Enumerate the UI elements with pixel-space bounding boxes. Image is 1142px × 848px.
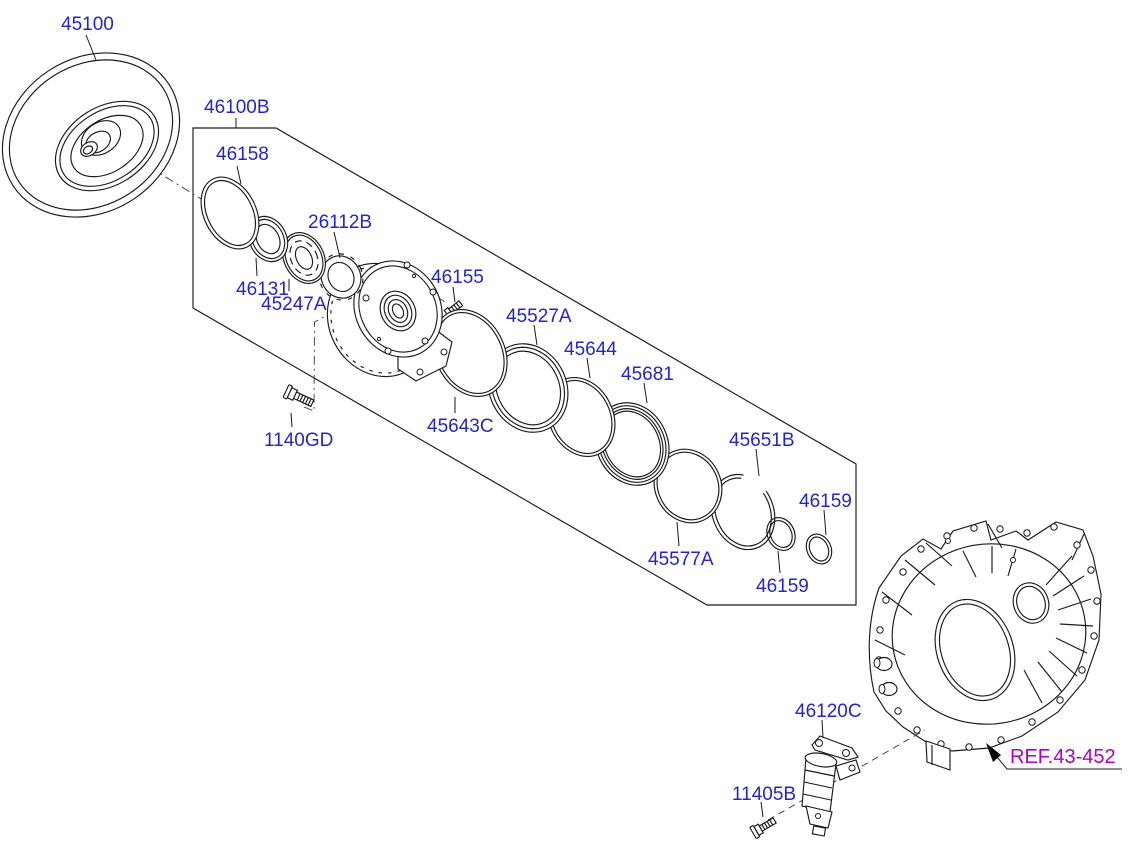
snap-ring-drawing — [710, 473, 776, 551]
label-transmission-case-ref: REF.43-452 — [1010, 746, 1116, 768]
label-o-ring-large: 46158 — [216, 144, 269, 165]
o-ring-pump-drawing — [432, 308, 508, 398]
outer-rotor-drawing — [318, 253, 364, 301]
label-ring-45681: 45681 — [621, 364, 674, 385]
o-ring-large-drawing — [200, 176, 260, 250]
control-valve-drawing — [801, 735, 861, 837]
transmission-case-drawing — [868, 520, 1102, 771]
o-ring-small-lower-drawing — [805, 533, 833, 565]
inner-rotor-drawing — [282, 232, 326, 284]
label-o-ring-small-upper: 46159 — [799, 491, 852, 512]
label-ring-45527a: 45527A — [506, 306, 572, 327]
label-outer-rotor: 26112B — [308, 212, 373, 233]
ring-45577a-drawing — [653, 448, 723, 524]
label-torque-converter: 45100 — [61, 14, 114, 35]
assembly-group-outline — [192, 127, 857, 606]
label-control-valve: 46120C — [795, 701, 862, 722]
label-bolt-valve: 11405B — [732, 784, 797, 805]
label-bolt-pump-cover: 46155 — [431, 267, 484, 288]
bolt-11405b-drawing — [749, 817, 777, 839]
label-ring-45644: 45644 — [564, 339, 617, 360]
label-oil-seal: 46131 — [236, 279, 289, 300]
label-o-ring-pump: 45643C — [427, 416, 494, 437]
label-inner-rotor: 45247A — [261, 294, 327, 315]
label-bolt-flange: 1140GD — [264, 430, 334, 451]
label-oil-pump-sub-assembly: 46100B — [204, 97, 270, 118]
ring-45527a-drawing — [487, 343, 569, 433]
label-snap-ring: 45651B — [729, 430, 795, 451]
label-ring-45577a: 45577A — [648, 549, 714, 570]
label-o-ring-small-lower: 46159 — [756, 576, 809, 597]
torque-converter-drawing — [1, 52, 181, 218]
bolt-1140gd-drawing — [282, 384, 315, 408]
ref-arrow — [986, 743, 1122, 770]
leader-lines — [85, 34, 827, 818]
